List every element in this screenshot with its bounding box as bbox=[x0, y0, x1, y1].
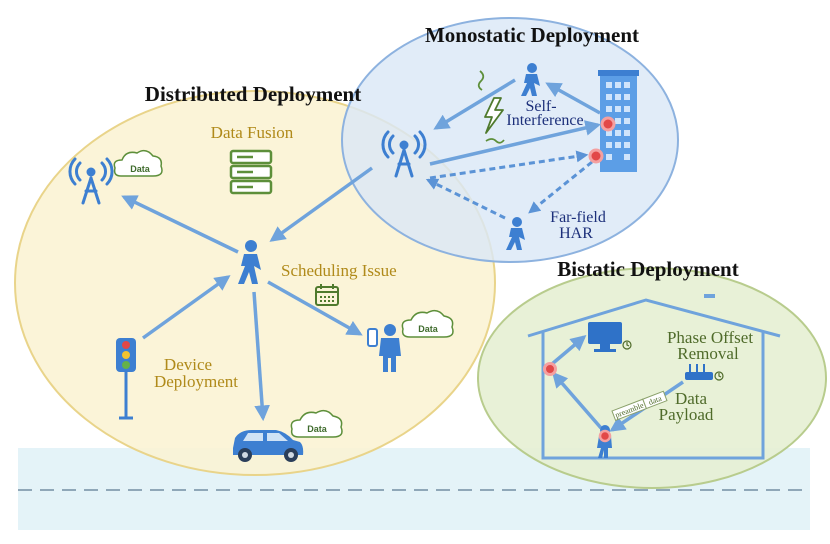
walking-person-icon bbox=[521, 63, 540, 96]
monitor-icon bbox=[588, 322, 622, 352]
bistatic-title: Bistatic Deployment bbox=[557, 257, 738, 281]
far-field-label-line2: HAR bbox=[559, 225, 593, 242]
far-field-person-icon bbox=[506, 217, 525, 250]
data-fusion-label: Data Fusion bbox=[211, 123, 294, 142]
arrow-tower-to-building bbox=[429, 120, 602, 166]
cloud-icon: Data bbox=[113, 149, 163, 177]
lightning-icon bbox=[484, 97, 504, 134]
calendar-icon bbox=[315, 284, 339, 306]
interference-wave-icon bbox=[485, 138, 505, 144]
arrow-person-to-phone-user bbox=[267, 280, 363, 336]
central-person-icon bbox=[238, 240, 261, 284]
reflection-point-icon bbox=[598, 429, 612, 443]
cloud-label: Data bbox=[307, 424, 328, 434]
far-field-label-line1: Far-field bbox=[550, 209, 606, 226]
phone-user-icon bbox=[367, 324, 401, 372]
car-icon bbox=[233, 430, 304, 462]
arrow-person-to-tower bbox=[433, 78, 516, 130]
self-interference-label-line2: Interference bbox=[506, 112, 583, 129]
chimney-icon bbox=[704, 294, 715, 298]
dashed-arrow-reflector-to-person bbox=[528, 160, 593, 214]
reflection-point-icon bbox=[600, 116, 616, 132]
cloud-icon: Data bbox=[290, 409, 343, 438]
self-interference-label-line1: Self- bbox=[525, 98, 556, 115]
cloud-label: Data bbox=[130, 164, 151, 174]
dashed-arrow-tower-to-reflector bbox=[429, 150, 589, 180]
arrow-person-to-reflector bbox=[551, 371, 603, 430]
arrow-traffic-light-to-person bbox=[141, 275, 231, 340]
server-icon bbox=[229, 149, 273, 195]
reflection-point-icon bbox=[543, 362, 557, 376]
arrow-building-to-person bbox=[545, 82, 601, 115]
cloud-icon: Data bbox=[401, 309, 454, 338]
device-deployment-label-line2: Deployment bbox=[154, 372, 238, 391]
data-payload-label-line1: Data bbox=[675, 389, 708, 408]
clock-icon bbox=[622, 340, 632, 350]
monostatic-tower-icon bbox=[381, 130, 427, 178]
interference-wave-icon bbox=[477, 70, 485, 91]
device-deployment-label-line1: Device bbox=[164, 355, 212, 374]
antenna-tower-icon bbox=[68, 157, 114, 205]
arrow-reflector-to-monitor bbox=[550, 334, 587, 366]
traffic-light-icon bbox=[116, 338, 136, 420]
monostatic-region bbox=[341, 17, 679, 263]
house-outline bbox=[527, 298, 781, 460]
dashed-arrow-person-to-tower bbox=[425, 178, 506, 220]
distributed-title: Distributed Deployment bbox=[145, 82, 361, 106]
clock-icon bbox=[714, 371, 724, 381]
phase-offset-label-line1: Phase Offset bbox=[667, 328, 753, 347]
reflection-point-icon bbox=[588, 148, 604, 164]
arrow-center-to-person bbox=[269, 166, 374, 242]
arrow-person-to-tower bbox=[121, 195, 239, 254]
data-payload-label-line2: Payload bbox=[659, 405, 714, 424]
router-icon bbox=[685, 364, 713, 380]
cloud-label: Data bbox=[418, 324, 439, 334]
arrow-person-to-car bbox=[252, 291, 270, 422]
phase-offset-label-line2: Removal bbox=[677, 344, 739, 363]
bistatic-region bbox=[477, 267, 827, 489]
scheduling-issue-label: Scheduling Issue bbox=[281, 261, 397, 280]
monostatic-title: Monostatic Deployment bbox=[425, 23, 639, 47]
